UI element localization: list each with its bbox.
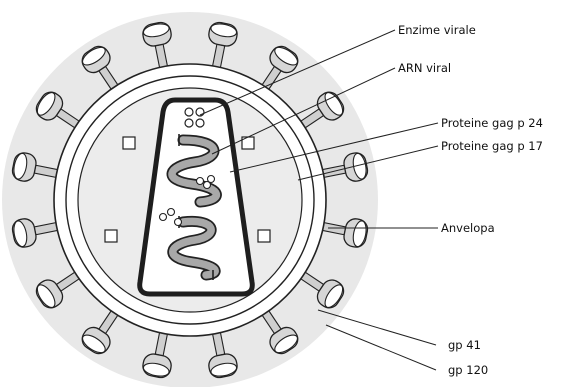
label-gp41: gp 41	[448, 338, 481, 352]
label-enzime-virale: Enzime virale	[398, 23, 476, 37]
leader-gp41	[318, 310, 436, 345]
matrix-protein-square	[105, 230, 117, 242]
label-proteine-gag-p24: Proteine gag p 24	[441, 116, 543, 130]
label-proteine-gag-p17: Proteine gag p 17	[441, 139, 543, 153]
label-arn-viral: ARN viral	[398, 61, 451, 75]
matrix-protein-square	[123, 137, 135, 149]
leader-gp120	[326, 325, 436, 370]
label-gp120: gp 120	[448, 363, 488, 377]
matrix-protein-square	[258, 230, 270, 242]
label-anvelopa: Anvelopa	[441, 221, 495, 235]
